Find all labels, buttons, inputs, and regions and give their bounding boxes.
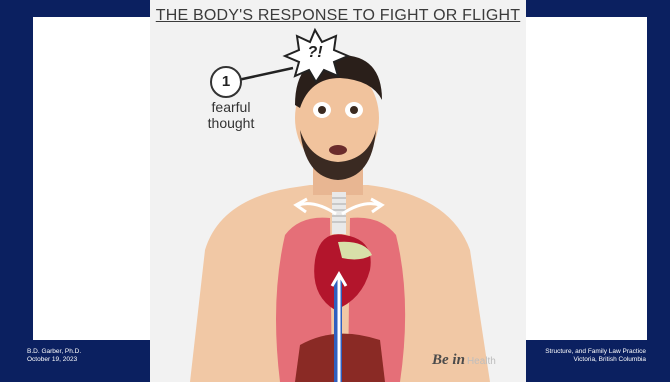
footer-date: October 19, 2023 [27, 356, 81, 364]
thought-burst-text: ?! [295, 44, 335, 62]
footer-author: B.D. Garber, Ph.D. [27, 348, 81, 356]
mouth [329, 145, 347, 155]
footer-right: Structure, and Family Law Practice Victo… [545, 348, 646, 364]
pointer-line [238, 68, 293, 80]
step-label: fearful thought [196, 99, 266, 131]
brand-sub: Health [467, 356, 496, 367]
brand-main: Be in [432, 352, 465, 368]
footer-location: Victoria, British Columbia [545, 356, 646, 364]
body-figure [150, 0, 526, 382]
illustration-title: THE BODY'S RESPONSE TO FIGHT OR FLIGHT [150, 7, 526, 25]
step-label-line2: thought [196, 115, 266, 131]
fight-or-flight-illustration: THE BODY'S RESPONSE TO FIGHT OR FLIGHT 1… [150, 0, 526, 382]
brand-logo: Be inHealth [432, 352, 496, 369]
footer-course: Structure, and Family Law Practice [545, 348, 646, 356]
footer-left: B.D. Garber, Ph.D. October 19, 2023 [27, 348, 81, 364]
step-label-line1: fearful [196, 99, 266, 115]
step-number-badge: 1 [210, 66, 242, 98]
